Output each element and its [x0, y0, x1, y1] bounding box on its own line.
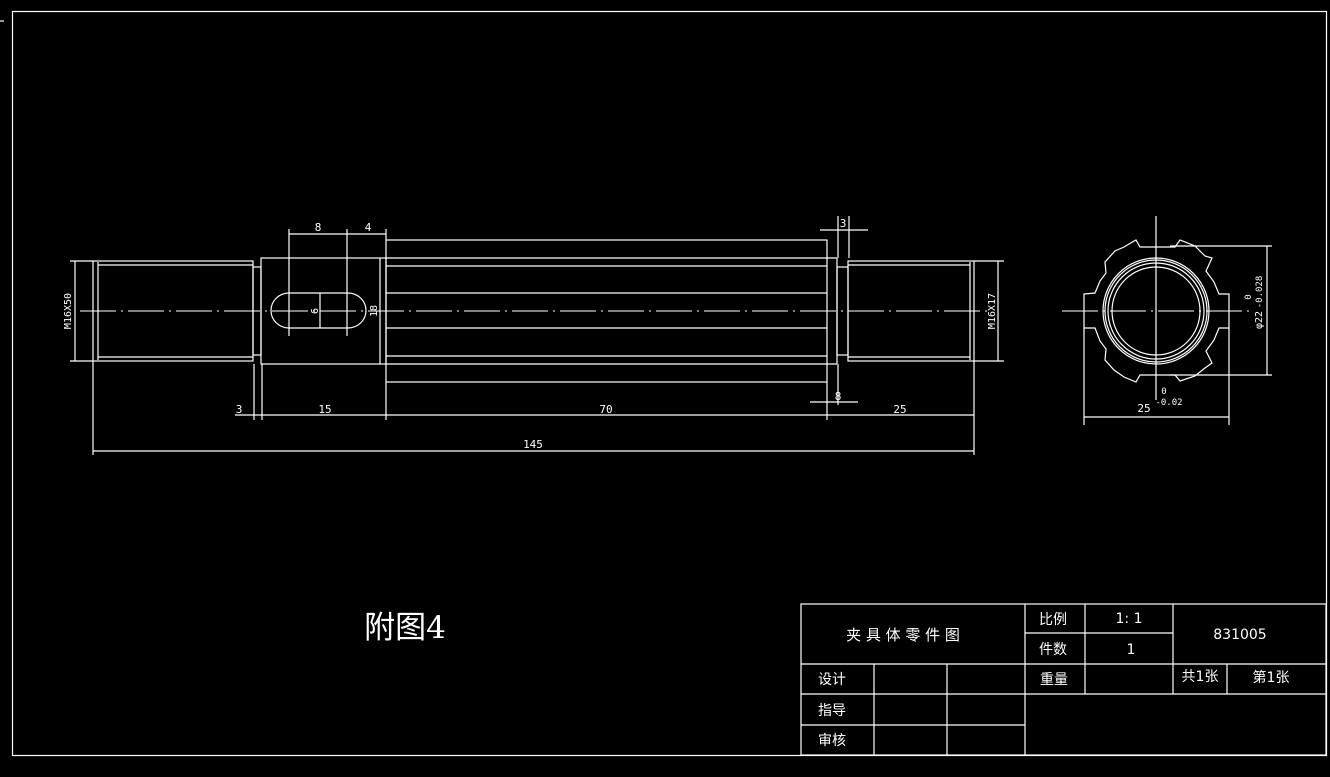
end-view-width: 25 — [1137, 402, 1150, 415]
title-block-weight-label: 重量 — [1040, 672, 1068, 688]
shaft-front-view — [80, 239, 990, 383]
end-view: φ22 0 -0.028 25 0 -0.02 — [1062, 216, 1272, 425]
dim-right-groove: 8 — [835, 390, 842, 403]
title-block-scale-label: 比例 — [1039, 612, 1067, 628]
end-view-diameter-tol-upper: 0 — [1244, 294, 1254, 299]
dim-total-length: 145 — [523, 438, 543, 451]
right-thread-label: M16X17 — [987, 293, 998, 329]
title-block-review-label: 审核 — [818, 733, 846, 749]
title-block-guide-label: 指导 — [818, 703, 846, 719]
end-view-width-tol-upper: 0 — [1161, 387, 1166, 397]
keyway-slot — [270, 292, 367, 329]
dim-right-shoulder: 3 — [840, 217, 847, 230]
title-block-design-label: 设计 — [818, 672, 846, 688]
title-block-drawing-no: 831005 — [1213, 627, 1266, 643]
end-view-diameter: φ22 — [1254, 311, 1265, 329]
dim-slot-height: 6 — [310, 308, 321, 314]
dim-slot-offset: 8 — [315, 221, 322, 234]
title-block-scale-value: 1: 1 — [1116, 611, 1143, 627]
dim-body-length: 70 — [599, 403, 612, 416]
dim-left-groove: 3 — [236, 403, 243, 416]
title-block-total-sheets: 共1张 — [1182, 669, 1219, 685]
shaft-dimensions: M16X50 8 4 6 18 3 M16X17 3 — [63, 216, 1004, 455]
dim-slot-top: 4 — [365, 221, 372, 234]
end-view-diameter-tol-lower: -0.028 — [1255, 276, 1265, 309]
left-thread-label: M16X50 — [63, 293, 74, 329]
title-block: 夹 具 体 零 件 图 比例 1: 1 件数 1 831005 设计 重量 共1… — [800, 603, 1327, 756]
title-block-title: 夹 具 体 零 件 图 — [846, 626, 960, 644]
end-view-width-tol-lower: -0.02 — [1155, 398, 1182, 408]
dim-block-height: 18 — [369, 305, 380, 317]
dim-right-thread-length: 25 — [893, 403, 906, 416]
figure-caption: 附图4 — [364, 610, 446, 646]
dim-block-length: 15 — [318, 403, 331, 416]
title-block-sheet-no: 第1张 — [1253, 669, 1290, 686]
title-block-qty-label: 件数 — [1039, 642, 1067, 658]
title-block-qty-value: 1 — [1127, 642, 1136, 658]
drawing-border — [11, 10, 1328, 757]
